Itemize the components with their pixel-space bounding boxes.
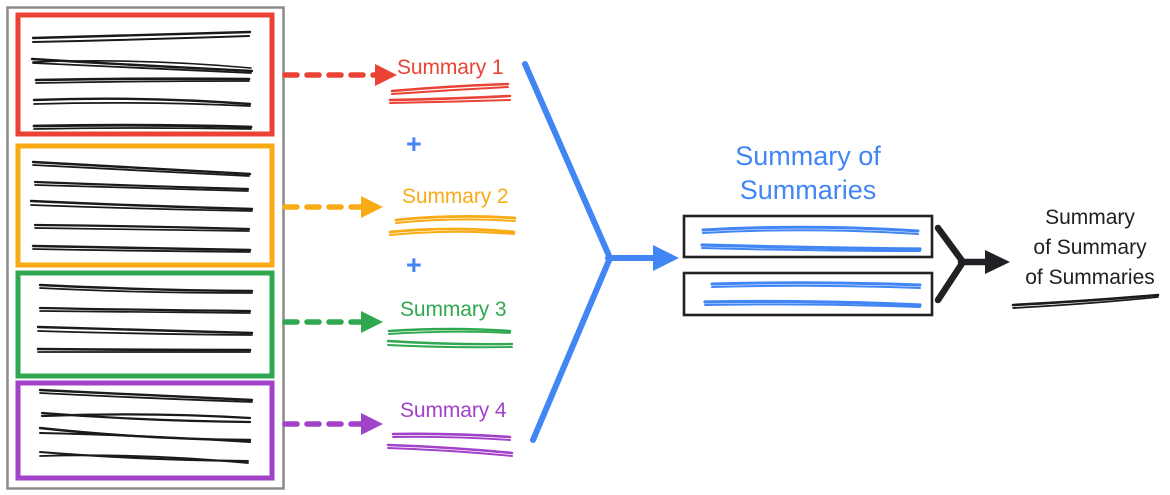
final-output-line <box>1011 293 1160 309</box>
summary-2-lines <box>388 215 517 236</box>
summary-1-lines <box>388 82 512 104</box>
plus-sign-1: + <box>406 129 422 159</box>
summary-4-lines <box>386 432 514 457</box>
dashed-arrow-orange <box>282 196 383 218</box>
document-section-green-lines <box>36 283 254 353</box>
plus-sign-2: + <box>406 250 422 280</box>
converging-blue-arrow <box>522 61 679 443</box>
final-title-line-3: of Summaries <box>1025 265 1155 289</box>
summary-of-summaries-title: Summary of Summaries <box>684 140 932 208</box>
sos-box-1-lines <box>700 225 922 252</box>
summary-3-label: Summary 3 <box>400 298 507 321</box>
dashed-arrow-green <box>282 311 383 333</box>
dashed-arrow-purple <box>282 413 383 435</box>
sos-title-line-2: Summaries <box>739 174 877 205</box>
document-section-orange[interactable] <box>15 143 275 268</box>
dashed-arrow-red <box>282 64 397 86</box>
sos-box-2[interactable] <box>682 271 934 317</box>
document-section-purple-lines <box>38 388 254 464</box>
document-section-red-lines <box>30 30 254 130</box>
summary-1-label: Summary 1 <box>397 56 504 79</box>
final-title-line-2: of Summary <box>1033 235 1147 259</box>
document-section-purple[interactable] <box>15 380 275 481</box>
summary-2-label: Summary 2 <box>402 185 509 208</box>
summary-3-lines <box>386 327 514 349</box>
final-output-title: Summary of Summary of Summaries <box>1010 203 1170 292</box>
document-section-orange-lines <box>29 160 254 253</box>
sos-title-line-1: Summary of <box>735 141 881 171</box>
sos-box-2-lines <box>703 281 922 308</box>
converging-black-arrow <box>934 224 1010 304</box>
final-title-line-1: Summary <box>1045 206 1135 229</box>
summary-4-label: Summary 4 <box>400 399 507 422</box>
document-section-red[interactable] <box>15 12 275 137</box>
document-section-green[interactable] <box>15 270 275 379</box>
